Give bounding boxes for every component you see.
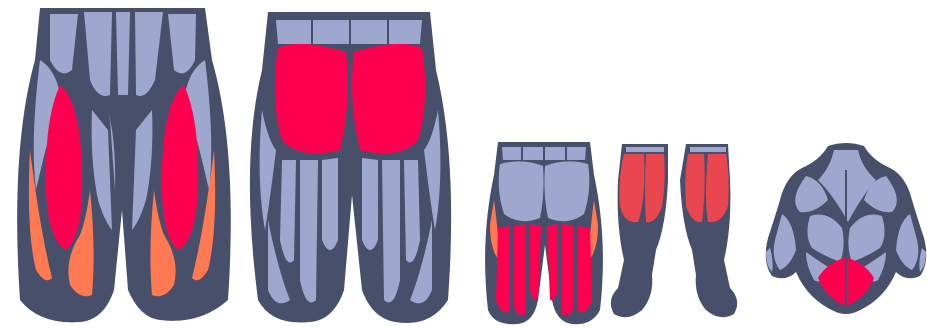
hamstrings-muscle-map [485,142,603,324]
calves-muscle-map [611,144,737,317]
glutes-hamstrings-muscle-map [250,12,451,323]
thigh-front-muscle-map [17,8,231,322]
back-muscle-map [766,143,927,314]
